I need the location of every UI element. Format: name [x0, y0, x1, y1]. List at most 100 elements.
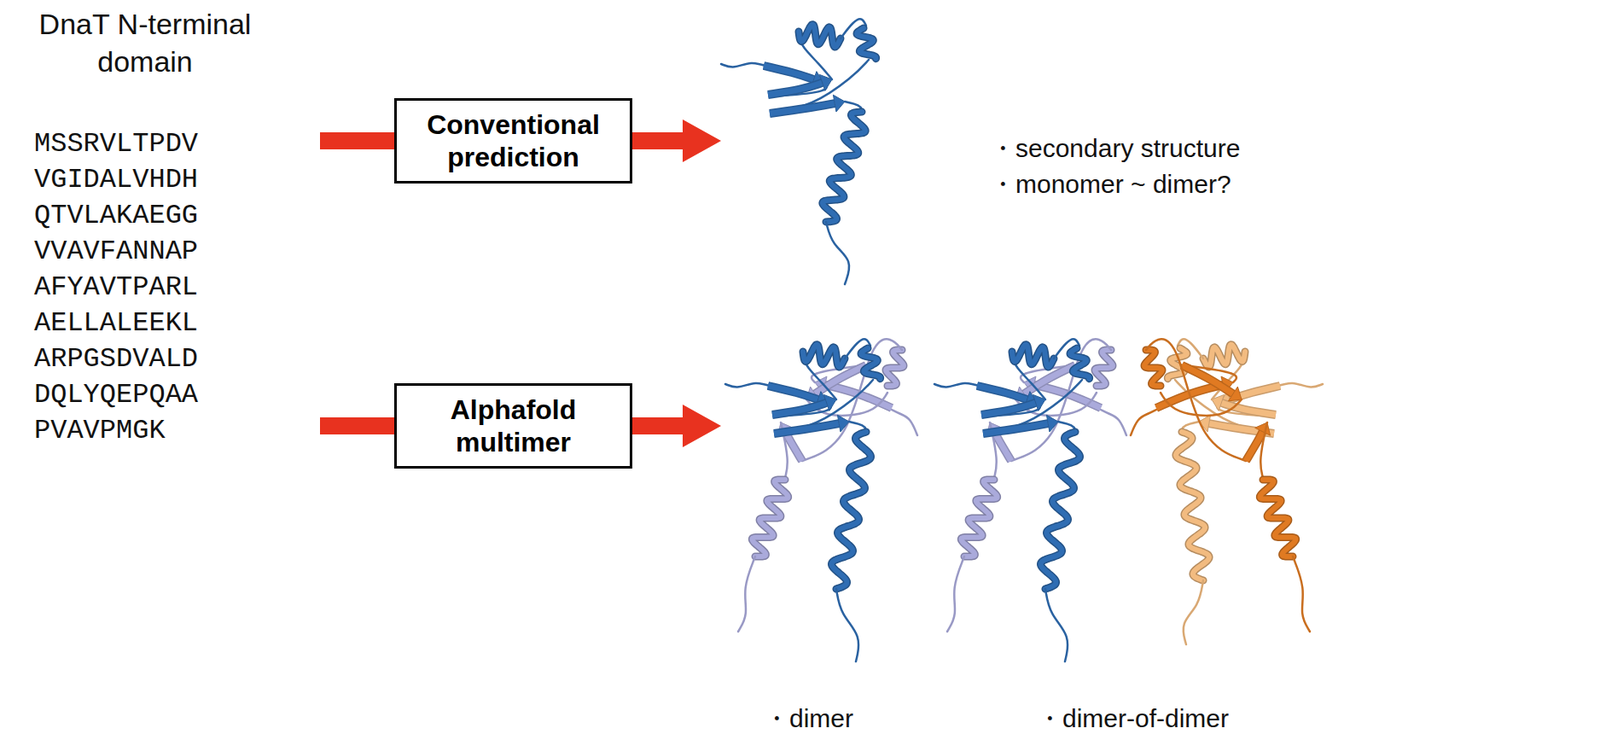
coil-loop — [1045, 588, 1068, 662]
sheet-strand — [768, 385, 819, 400]
coil-loop — [721, 63, 770, 68]
helix-ribbon — [822, 111, 866, 222]
coil-loop — [1260, 422, 1268, 478]
helix-ribbon — [822, 111, 866, 222]
annotation: ・dimer-of-dimer — [1036, 703, 1229, 734]
arrow-shaft — [631, 417, 687, 435]
protein-structure — [721, 18, 877, 285]
protein-structure — [934, 338, 1127, 662]
helix-ribbon — [861, 348, 881, 379]
helix-ribbon — [1070, 348, 1090, 379]
sequence-line: ARPGSDVALD — [34, 343, 198, 376]
sheet-arrowhead — [1046, 414, 1059, 432]
coil-loop — [1183, 580, 1204, 645]
sheet-strand — [977, 385, 1028, 400]
box-label: Alphafold multimer — [405, 393, 622, 459]
sheet-strand — [1181, 365, 1234, 394]
coil-loop — [738, 556, 756, 632]
arrow-shaft — [320, 132, 396, 150]
sheet-arrowhead — [1227, 386, 1242, 402]
helix-ribbon — [798, 24, 841, 47]
coil-loop — [1100, 409, 1127, 436]
sheet-strand — [763, 65, 815, 80]
helix-ribbon — [832, 431, 872, 589]
helix-ribbon — [1041, 431, 1081, 589]
sequence-line: VGIDALVHDH — [34, 163, 198, 197]
sheet-strand — [983, 423, 1048, 434]
sequence-line: AELLALEEKL — [34, 307, 198, 340]
helix-ribbon — [802, 344, 845, 367]
coil-loop — [826, 221, 850, 285]
helix-ribbon — [960, 479, 997, 557]
sheet-arrowhead — [837, 414, 850, 432]
helix-ribbon — [751, 479, 788, 557]
sheet-strand — [769, 103, 835, 114]
arrow-head — [682, 119, 722, 163]
arrow-head — [682, 404, 722, 448]
helix-ribbon — [1094, 349, 1113, 386]
sheet-strand — [773, 423, 839, 434]
sheet-strand — [1221, 402, 1276, 415]
sheet-strand — [981, 402, 1036, 415]
helix-ribbon — [751, 479, 788, 557]
annotation: ・dimer — [763, 703, 854, 734]
helix-ribbon — [856, 28, 877, 59]
helix-ribbon — [1203, 344, 1246, 367]
helix-ribbon — [1041, 431, 1081, 589]
arrow-shaft — [320, 417, 396, 435]
protein-structure — [725, 338, 918, 662]
helix-ribbon — [1203, 344, 1246, 367]
process-box: Alphafold multimer — [394, 383, 633, 469]
helix-ribbon — [802, 344, 845, 367]
coil-loop — [1274, 383, 1323, 388]
sheet-strand — [768, 385, 819, 400]
sheet-strand — [977, 385, 1028, 400]
sequence-line: DQLYQEPQAA — [34, 378, 198, 412]
sequence-line: AFYAVTPARL — [34, 271, 198, 304]
helix-ribbon — [798, 24, 841, 47]
helix-ribbon — [1144, 349, 1163, 386]
helix-ribbon — [1070, 348, 1090, 379]
sheet-strand — [981, 402, 1036, 415]
coil-loop — [1130, 409, 1157, 436]
sheet-strand — [983, 423, 1048, 434]
coil-loop — [725, 383, 774, 388]
protein-structure — [1130, 338, 1323, 645]
coil-loop — [1146, 338, 1246, 461]
sheet-strand — [1181, 365, 1234, 394]
helix-ribbon — [1094, 349, 1113, 386]
helix-ribbon — [1259, 479, 1296, 557]
box-label: Conventional prediction — [405, 108, 622, 174]
arrow-shaft — [631, 132, 687, 150]
sheet-strand — [772, 402, 827, 415]
helix-ribbon — [832, 431, 872, 589]
sequence-line: VVAVFANNAP — [34, 235, 198, 268]
process-box: Conventional prediction — [394, 98, 633, 184]
sheet-strand — [769, 103, 835, 114]
helix-ribbon — [960, 479, 997, 557]
sheet-arrowhead — [832, 94, 845, 112]
helix-ribbon — [1012, 344, 1054, 367]
helix-ribbon — [1175, 431, 1210, 581]
coil-loop — [836, 588, 859, 662]
annotation: ・monomer ~ dimer? — [989, 168, 1232, 200]
helix-ribbon — [861, 348, 881, 379]
sheet-arrowhead — [1255, 422, 1271, 436]
helix-ribbon — [1144, 349, 1163, 386]
sheet-strand — [763, 65, 815, 80]
helix-ribbon — [885, 349, 904, 386]
sequence-line: MSSRVLTPDV — [34, 128, 198, 161]
coil-loop — [891, 409, 918, 436]
coil-loop — [934, 383, 984, 388]
sheet-strand — [772, 402, 827, 415]
helix-ribbon — [1175, 431, 1210, 581]
coil-loop — [1292, 556, 1310, 632]
sheet-strand — [768, 82, 823, 95]
helix-ribbon — [1012, 344, 1054, 367]
sheet-strand — [773, 423, 839, 434]
figure-title: DnaT N-terminal domain — [12, 5, 278, 81]
helix-ribbon — [885, 349, 904, 386]
sequence-line: PVAVPMGK — [34, 414, 166, 448]
